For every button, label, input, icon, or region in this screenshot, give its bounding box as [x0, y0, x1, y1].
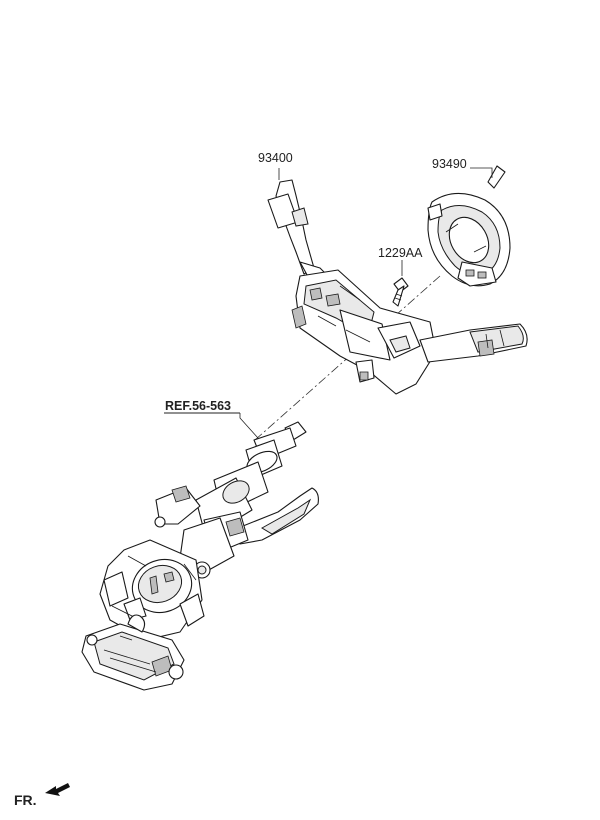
multifunction-switch-part[interactable]: [267, 179, 528, 395]
screw-callout: 1229AA: [378, 246, 423, 260]
column-reference-leader: [239, 413, 259, 439]
front-direction-label: FR.: [14, 792, 37, 808]
column-reference-callout: REF.56-563: [165, 399, 231, 413]
steering-column-part[interactable]: [81, 421, 319, 691]
front-direction-arrow-icon: [45, 783, 70, 796]
switch-assembly-callout: 93400: [258, 151, 293, 165]
screw-part[interactable]: [392, 277, 409, 307]
clock-spring-part[interactable]: [427, 165, 511, 287]
clock-spring-leader: [470, 167, 493, 178]
clock-spring-callout: 93490: [432, 157, 467, 171]
